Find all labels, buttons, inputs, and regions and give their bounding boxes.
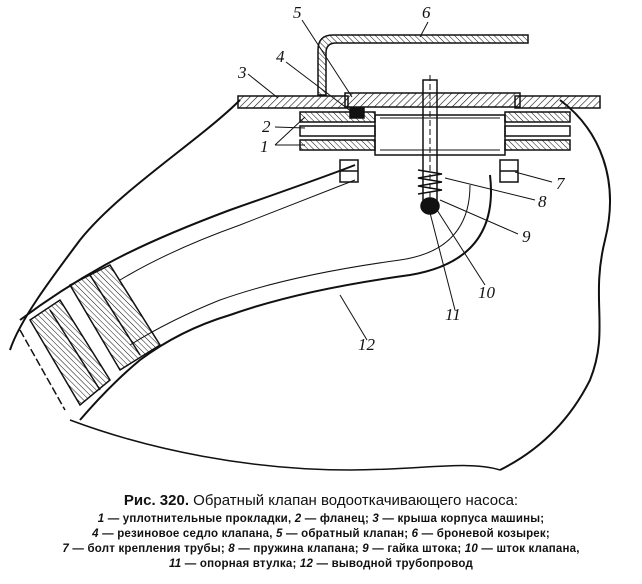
legend-line: 11 — опорная втулка; 12 — выводной трубо… (0, 557, 642, 572)
legend-line: 1 — уплотнительные прокладки, 2 — фланец… (0, 512, 642, 527)
legend-line: 7 — болт крепления трубы; 8 — пружина кл… (0, 542, 642, 557)
figure-caption: Рис. 320. Обратный клапан водооткачивающ… (0, 492, 642, 572)
callout-10: 10 (478, 283, 496, 302)
legend-item-text: — шток клапана, (478, 543, 580, 555)
legend-item-number: 9 (362, 543, 369, 555)
legend-item-number: 1 (97, 513, 105, 525)
leader-lines (247, 19, 553, 341)
armor-visor (317, 34, 529, 96)
legend-item-text: — фланец; (301, 513, 373, 525)
figure-title: Обратный клапан водооткачивающего насоса… (193, 492, 519, 509)
outlet-pipe (19, 164, 492, 421)
legend-item-number: 6 (411, 528, 419, 540)
valve-stem (417, 75, 443, 215)
legend-item-text: — болт крепления трубы; (68, 543, 229, 555)
legend-item-number: 10 (464, 543, 478, 555)
legend-item-number: 12 (299, 558, 314, 570)
caption-title: Рис. 320. Обратный клапан водооткачивающ… (0, 492, 642, 509)
legend-item-number: 4 (92, 528, 99, 540)
legend-item-text: — выводной трубопровод (313, 558, 473, 570)
legend-item-text: — резиновое седло клапана, (98, 528, 277, 540)
flange-assembly (299, 92, 571, 156)
callout-1: 1 (260, 137, 269, 156)
callout-3: 3 (237, 63, 247, 82)
legend-item-text: — броневой козырек; (418, 528, 550, 540)
figure-number: Рис. 320. (123, 492, 189, 509)
legend-item-text: — обратный клапан; (282, 528, 412, 540)
legend-item-number: 8 (228, 543, 235, 555)
pipe-couplings (19, 264, 162, 411)
legend-item-number: 5 (276, 528, 283, 540)
callout-2: 2 (262, 117, 271, 136)
legend-item-text: — гайка штока; (368, 543, 465, 555)
callout-9: 9 (522, 227, 531, 246)
legend-item-text: — пружина клапана; (234, 543, 363, 555)
callout-4: 4 (276, 47, 285, 66)
callout-12: 12 (358, 335, 376, 354)
legend-line: 4 — резиновое седло клапана, 5 — обратны… (0, 527, 642, 542)
figure-legend: 1 — уплотнительные прокладки, 2 — фланец… (0, 512, 642, 572)
callout-5: 5 (293, 3, 302, 22)
valve-cross-section-drawing: 5 6 4 3 2 1 7 8 9 10 11 12 (9, 3, 611, 471)
callout-11: 11 (445, 305, 461, 324)
legend-item-number: 11 (169, 558, 182, 570)
legend-item-number: 3 (372, 513, 379, 525)
callout-8: 8 (538, 192, 547, 211)
legend-item-text: — опорная втулка; (181, 558, 300, 570)
legend-item-number: 2 (294, 513, 302, 525)
legend-item-text: — уплотнительные прокладки, (104, 513, 295, 525)
callout-7: 7 (556, 174, 566, 193)
callout-labels: 5 6 4 3 2 1 7 8 9 10 11 12 (237, 3, 566, 354)
legend-item-number: 7 (62, 543, 69, 555)
legend-item-text: — крыша корпуса машины; (378, 513, 545, 525)
callout-6: 6 (422, 3, 431, 22)
